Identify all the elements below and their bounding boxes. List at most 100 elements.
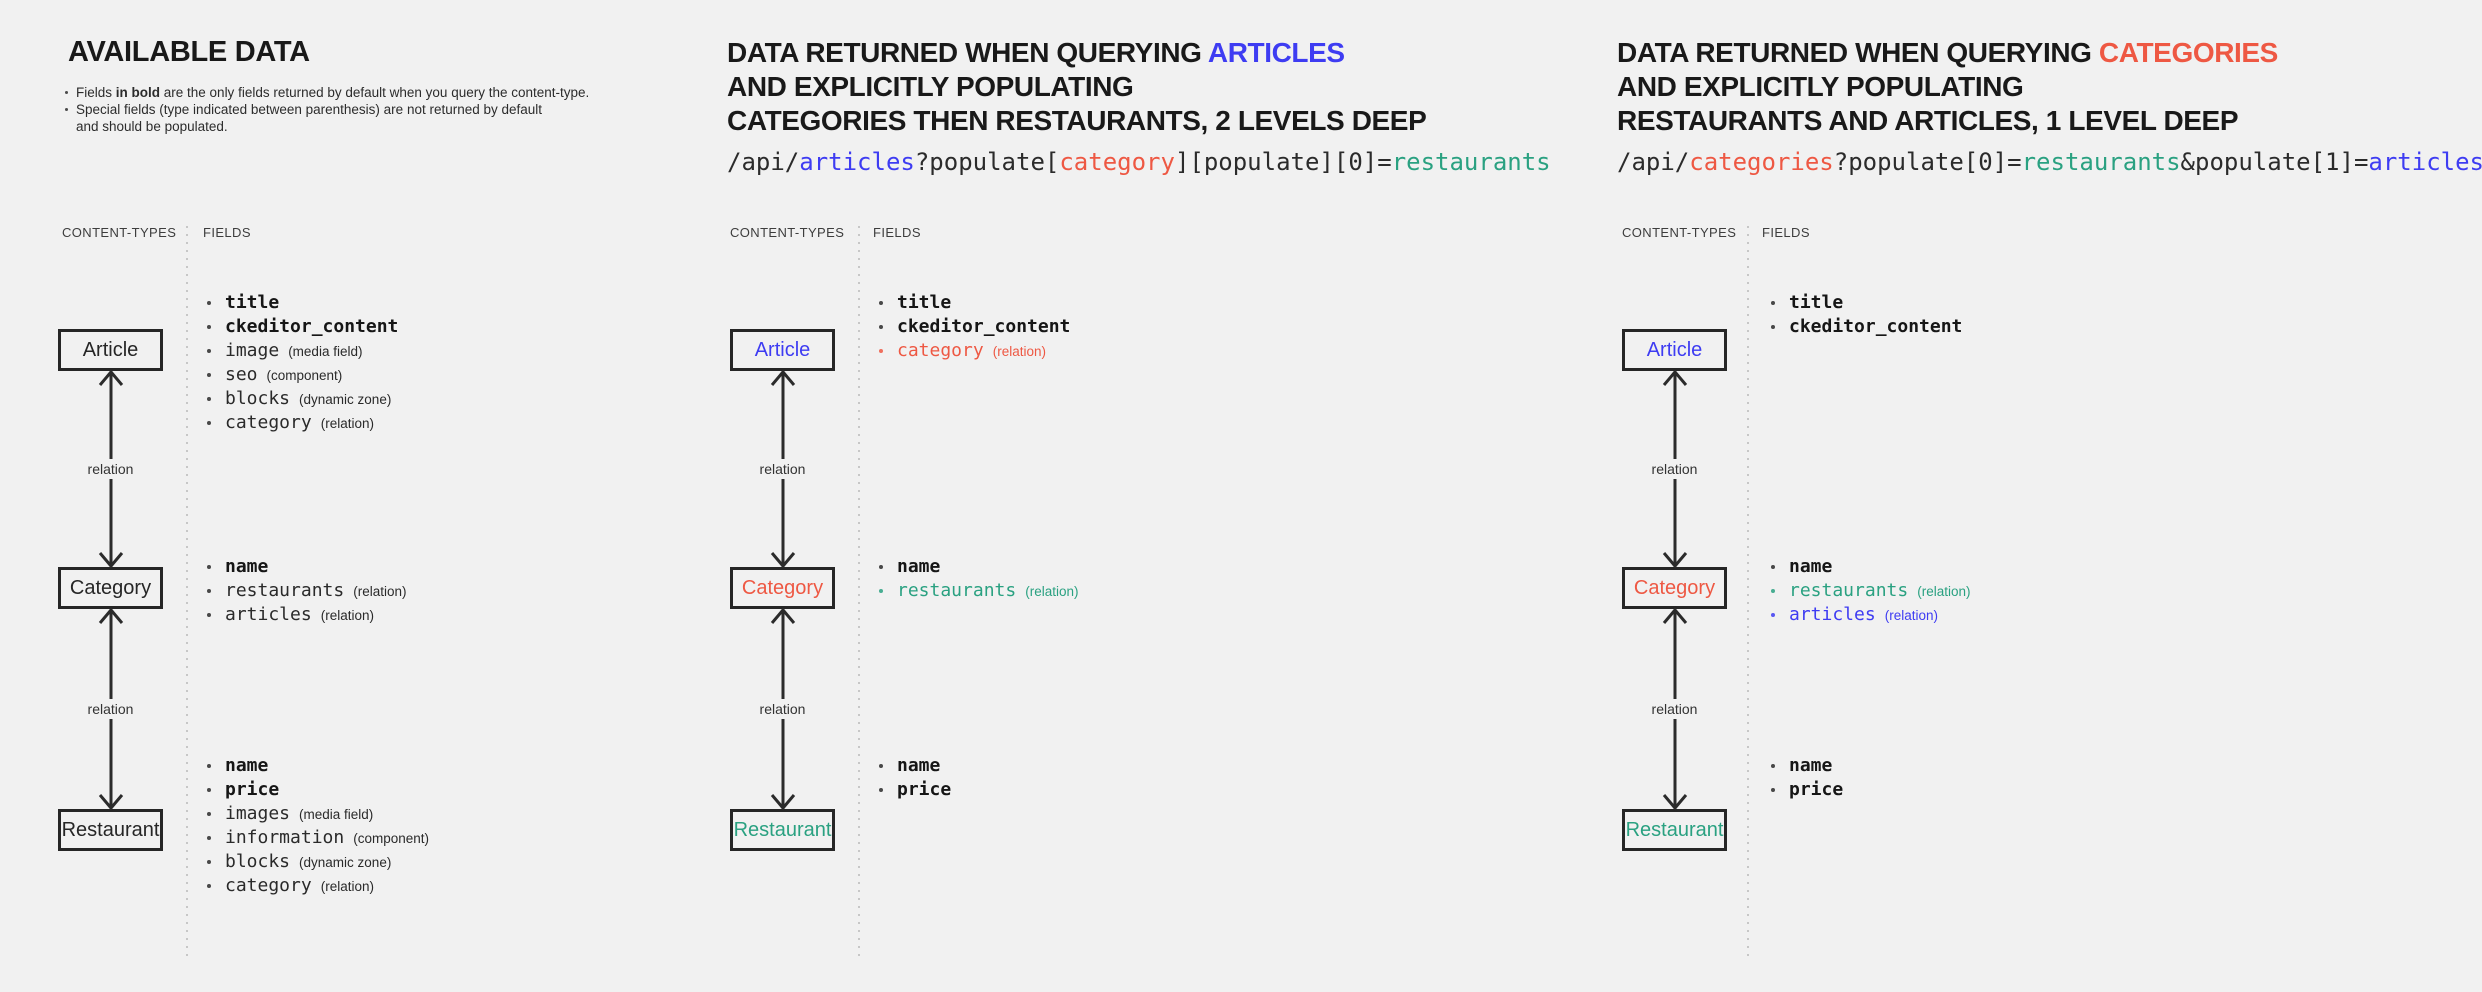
api-query-code-segment: category (1059, 148, 1175, 176)
field-name: category (225, 412, 312, 433)
entity-box-category: Category (58, 567, 163, 609)
intro-note-segment: Fields (76, 85, 116, 100)
field-item: name (1771, 754, 1843, 778)
bullet-icon (1771, 325, 1775, 329)
field-type: (relation) (1917, 584, 1971, 599)
field-type: (media field) (299, 807, 374, 822)
api-query-code: /api/articles?populate[category][populat… (727, 148, 1551, 176)
entity-box-category: Category (730, 567, 835, 609)
field-name: ckeditor_content (1789, 316, 1963, 337)
bullet-icon (207, 397, 211, 401)
field-item: seo(component) (207, 363, 398, 387)
entity-label: Category (69, 576, 152, 599)
field-name: title (225, 292, 280, 313)
bullet-icon (207, 764, 211, 768)
entity-label: Restaurant (61, 818, 160, 841)
content-types-column-label: CONTENT-TYPES (1622, 225, 1737, 240)
entity-label: Article (82, 338, 139, 361)
field-item: restaurants(relation) (1771, 579, 1971, 603)
column-divider (186, 226, 188, 958)
bullet-icon (207, 565, 211, 569)
bullet-icon (207, 589, 211, 593)
api-query-code-segment: ?populate[ (914, 148, 1060, 176)
field-type: (relation) (1025, 584, 1079, 599)
intro-note-segment: are the only fields returned by default … (160, 85, 590, 100)
field-type: (relation) (320, 416, 374, 431)
field-item: title (1771, 291, 1962, 315)
relation-label: relation (755, 699, 810, 719)
field-item: ckeditor_content (1771, 315, 1962, 339)
field-item: blocks (dynamic zone) (207, 850, 429, 874)
bullet-icon (1771, 589, 1775, 593)
section-title-segment: AND EXPLICITLY POPULATING (727, 71, 1134, 102)
field-type: (dynamic zone) (299, 855, 392, 870)
bullet-icon (879, 589, 883, 593)
field-item: category (relation) (207, 411, 398, 435)
field-name: name (897, 556, 941, 577)
bullet-icon (879, 301, 883, 305)
entity-label: Restaurant (1625, 818, 1724, 841)
intro-note-segment: in bold (115, 85, 161, 100)
section-title-line: DATA RETURNED WHEN QUERYING ARTICLES (727, 36, 1426, 70)
entity-box-restaurant: Restaurant (1622, 809, 1727, 851)
field-item: price (879, 778, 951, 802)
field-item: name (207, 555, 407, 579)
bullet-icon (879, 788, 883, 792)
bullet-icon (207, 860, 211, 864)
field-type: (media field) (288, 344, 363, 359)
intro-note-segment: Special fields (type indicated between p… (76, 102, 543, 117)
intro-note-line: Fields in bold are the only fields retur… (76, 84, 589, 101)
field-name: restaurants (225, 580, 345, 601)
fields-list-article: title ckeditor_content (1771, 291, 1962, 339)
section-title-line: DATA RETURNED WHEN QUERYING CATEGORIES (1617, 36, 2278, 70)
entity-box-restaurant: Restaurant (730, 809, 835, 851)
field-name: name (225, 755, 269, 776)
bullet-icon (207, 812, 211, 816)
bullet-icon (1771, 613, 1775, 617)
field-item: blocks(dynamic zone) (207, 387, 398, 411)
field-item: price (207, 778, 429, 802)
entity-box-category: Category (1622, 567, 1727, 609)
field-name: blocks (225, 851, 291, 872)
field-name: title (1789, 292, 1844, 313)
field-name: name (225, 556, 269, 577)
field-item: information(component) (207, 826, 429, 850)
relation-label: relation (1647, 699, 1702, 719)
field-name: restaurants (897, 580, 1017, 601)
api-query-code-segment: restaurants (2021, 148, 2181, 176)
field-item: articles(relation) (1771, 603, 1971, 627)
fields-column-label: FIELDS (203, 225, 251, 240)
bullet-icon (879, 565, 883, 569)
bullet-icon (207, 836, 211, 840)
field-type: (relation) (992, 344, 1046, 359)
bullet-icon (207, 349, 211, 353)
entity-label: Category (1633, 576, 1716, 599)
field-type: (relation) (1884, 608, 1938, 623)
bullet-icon (1771, 301, 1775, 305)
field-name: name (1789, 556, 1833, 577)
bullet-icon (1771, 764, 1775, 768)
field-item: restaurants (relation) (879, 579, 1079, 603)
field-name: category (897, 340, 984, 361)
field-item: articles(relation) (207, 603, 407, 627)
bullet-icon (879, 764, 883, 768)
section-title-segment: ARTICLES (1207, 37, 1345, 68)
field-name: ckeditor_content (225, 316, 399, 337)
section-title-segment: DATA RETURNED WHEN QUERYING (1617, 37, 2099, 68)
bullet-icon (207, 325, 211, 329)
field-name: price (897, 779, 952, 800)
api-query-code: /api/categories?populate[0]=restaurants&… (1617, 148, 2482, 176)
api-query-code-segment: articles (2368, 148, 2482, 176)
api-query-code-segment: restaurants (1391, 148, 1551, 176)
bullet-icon (207, 301, 211, 305)
field-item: category(relation) (207, 874, 429, 898)
section-title-line: AND EXPLICITLY POPULATING (1617, 70, 2278, 104)
field-type: (component) (353, 831, 430, 846)
intro-note-text: Special fields (type indicated between p… (76, 101, 542, 135)
column-divider (1747, 226, 1749, 958)
